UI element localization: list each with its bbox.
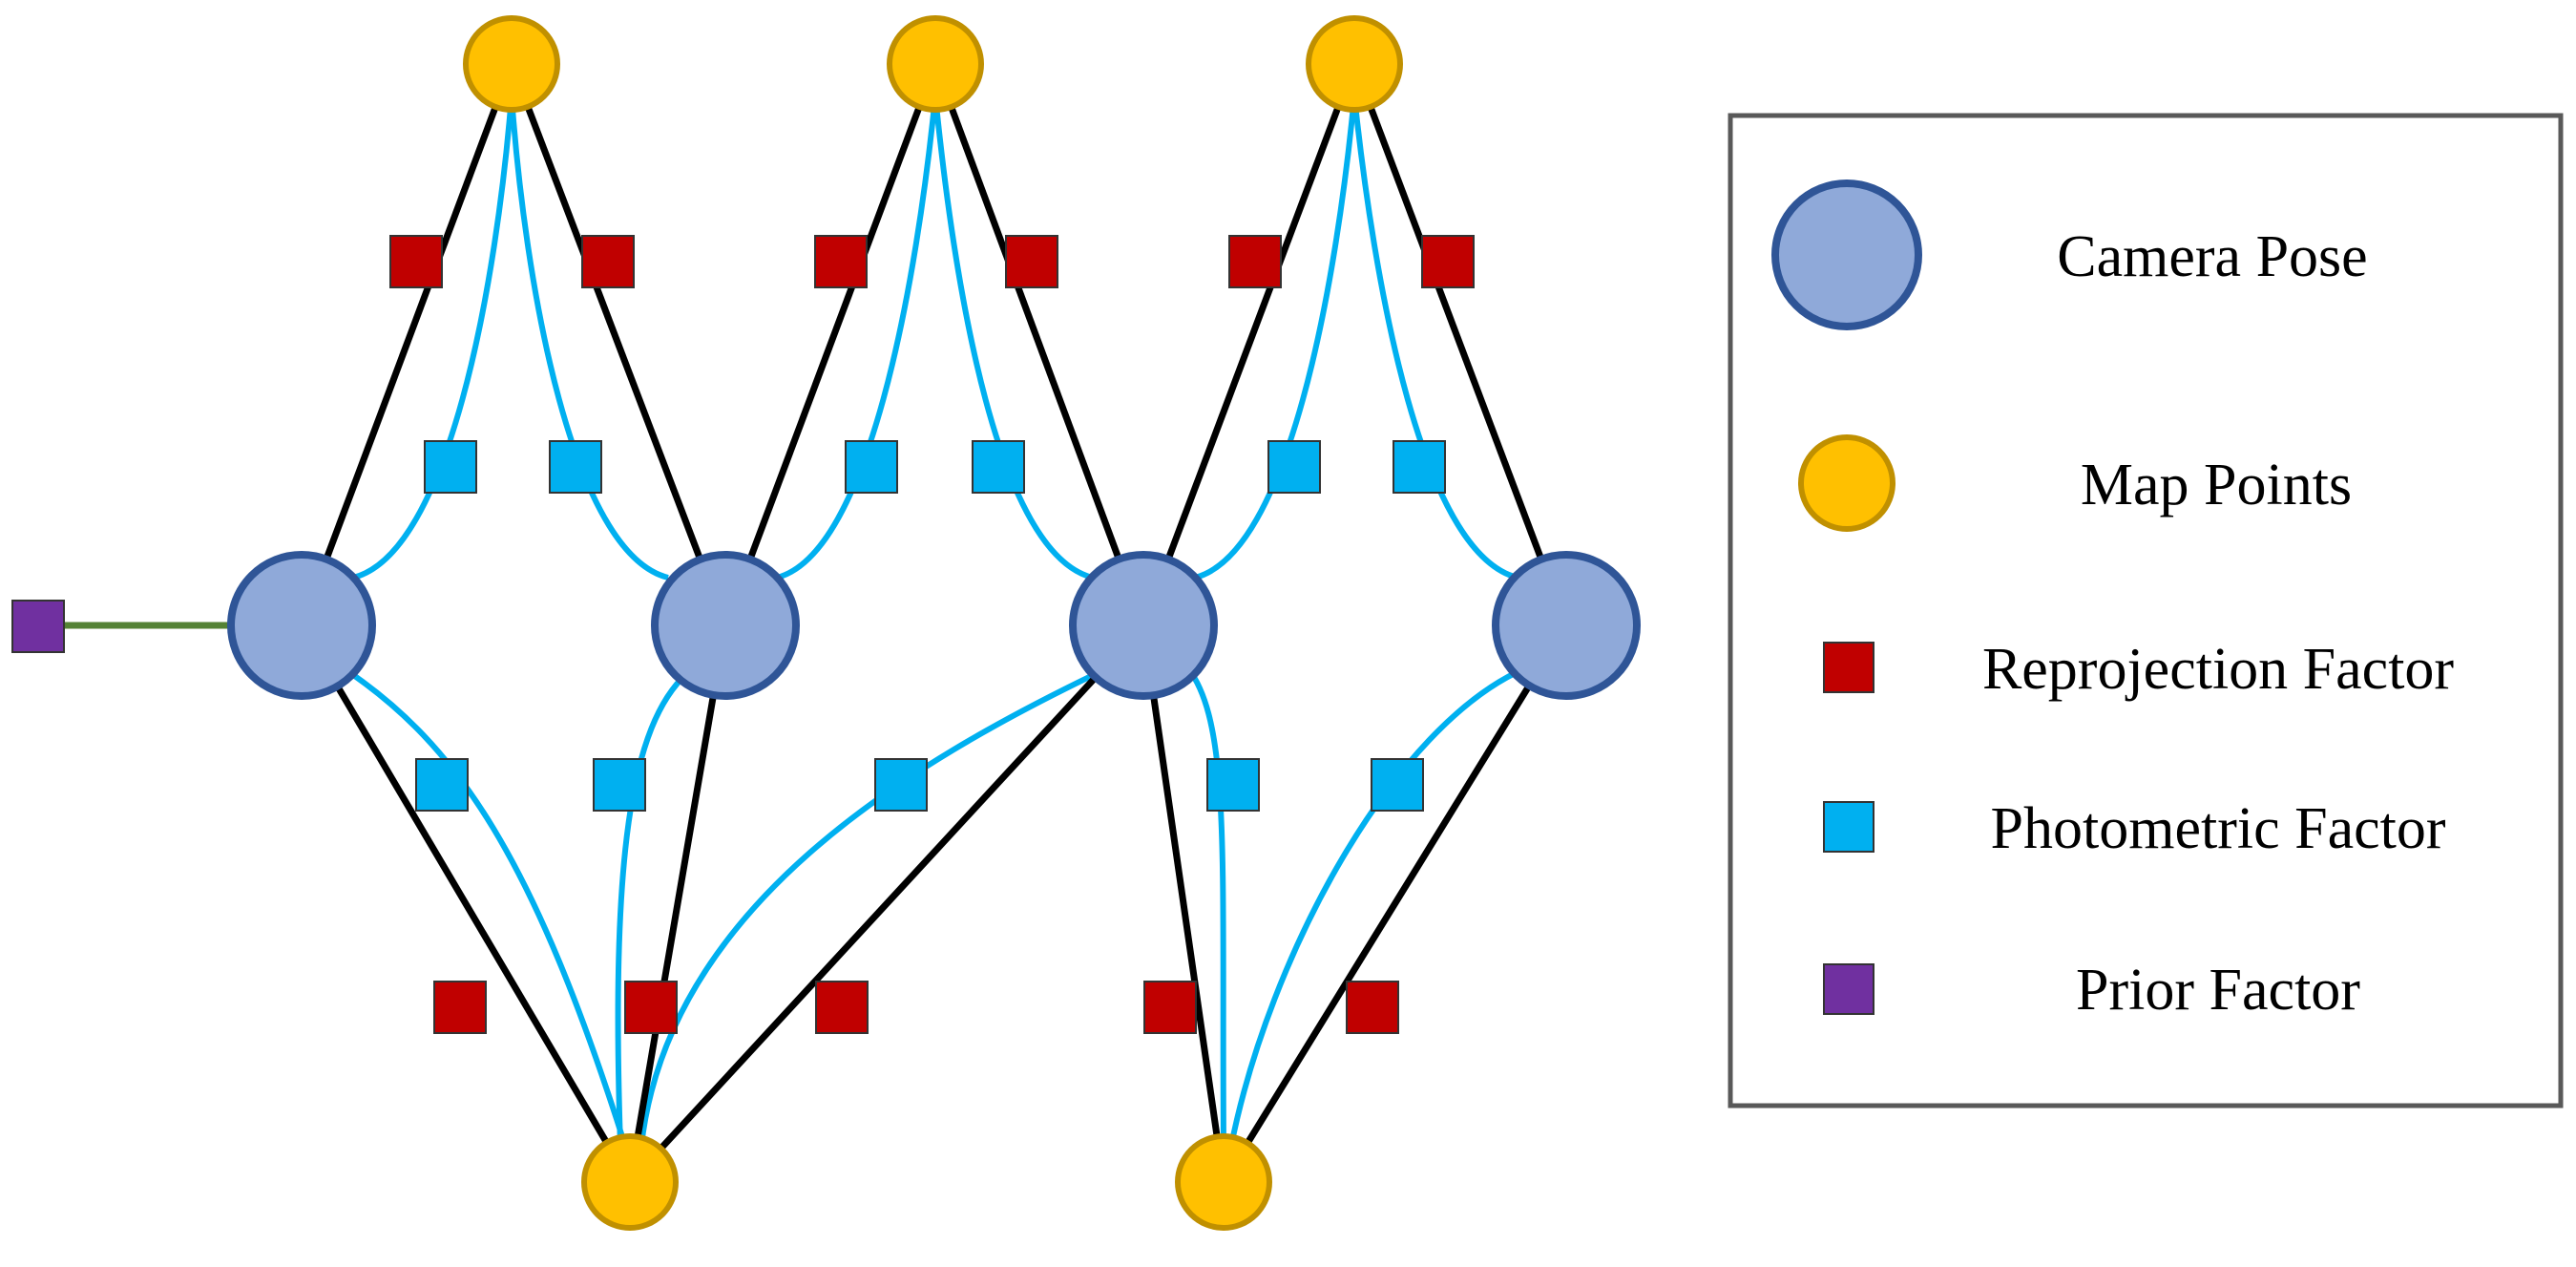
photometric-factor xyxy=(972,440,1025,494)
photometric-edge xyxy=(1185,666,1226,1147)
photometric-factor xyxy=(845,440,898,494)
photometric-edge xyxy=(932,95,1094,581)
reprojection-edge xyxy=(1351,62,1570,627)
legend-label-reprojection-factor: Reprojection Factor xyxy=(1982,637,2454,702)
reprojection-factor xyxy=(815,981,869,1034)
photometric-edge xyxy=(509,95,669,581)
reprojection-factor xyxy=(1421,235,1475,288)
photometric-factor xyxy=(593,758,646,812)
photometric-edge xyxy=(776,95,938,581)
camera-pose-node-3 xyxy=(1069,551,1218,700)
reprojection-factor xyxy=(814,235,868,288)
photometric-factor xyxy=(1393,440,1446,494)
reprojection-edge xyxy=(1221,623,1569,1184)
reprojection-edge xyxy=(626,624,729,1183)
blue-circle-icon xyxy=(1771,179,1922,330)
legend-label-map-points: Map Points xyxy=(2081,453,2352,517)
legend-item-photometric-factor: Photometric Factor xyxy=(1823,796,2446,861)
legend-label-photometric-factor: Photometric Factor xyxy=(1991,796,2446,861)
reprojection-factor xyxy=(1005,235,1058,288)
photometric-factor xyxy=(415,758,469,812)
legend-box xyxy=(1728,113,2564,1109)
map-point-node-2 xyxy=(887,15,984,113)
red-square-icon xyxy=(1823,642,1874,693)
reprojection-edge xyxy=(1140,62,1358,627)
map-point-node-5 xyxy=(1175,1133,1272,1231)
reprojection-edge xyxy=(627,623,1146,1185)
reprojection-factor xyxy=(433,981,487,1034)
map-point-node-1 xyxy=(463,15,560,113)
photometric-edges xyxy=(342,95,1527,1147)
graph-nodes xyxy=(227,15,1641,1231)
reprojection-factor xyxy=(389,235,443,288)
legend-item-prior-factor: Prior Factor xyxy=(1823,958,2360,1023)
photometric-edge xyxy=(352,95,514,581)
legend-label-prior-factor: Prior Factor xyxy=(2076,958,2360,1023)
map-point-node-4 xyxy=(581,1133,679,1231)
photometric-edge xyxy=(1194,95,1357,581)
reprojection-factor xyxy=(581,235,635,288)
reprojection-edge xyxy=(298,623,634,1184)
photometric-edge xyxy=(639,665,1109,1147)
reprojection-factor xyxy=(1143,981,1197,1034)
legend-label-camera-pose: Camera Pose xyxy=(2057,224,2367,289)
photometric-factor xyxy=(874,758,928,812)
photometric-factor xyxy=(1371,758,1424,812)
reprojection-edge xyxy=(932,62,1147,627)
reprojection-factor xyxy=(1346,981,1399,1034)
photometric-edge xyxy=(1228,665,1527,1147)
reprojection-edge xyxy=(1140,624,1227,1183)
reprojection-edge xyxy=(722,62,939,627)
photometric-factor xyxy=(1267,440,1321,494)
camera-pose-node-2 xyxy=(651,551,800,700)
legend-item-camera-pose: Camera Pose xyxy=(1771,179,2368,330)
camera-pose-node-1 xyxy=(227,551,376,700)
photometric-edge xyxy=(615,670,690,1147)
legend: Camera Pose Map Points Reprojection Fact… xyxy=(1728,113,2564,1109)
map-point-node-3 xyxy=(1306,15,1403,113)
graph-factors xyxy=(11,235,1475,1034)
photometric-edge xyxy=(342,665,628,1147)
prior-factor xyxy=(11,600,65,653)
reprojection-factor xyxy=(624,981,678,1034)
photometric-edge xyxy=(1351,95,1518,581)
yellow-circle-icon xyxy=(1798,434,1895,532)
cyan-square-icon xyxy=(1823,801,1874,853)
photometric-factor xyxy=(424,440,477,494)
reprojection-edges xyxy=(298,62,1570,1185)
legend-item-reprojection-factor: Reprojection Factor xyxy=(1823,637,2454,702)
camera-pose-node-4 xyxy=(1492,551,1641,700)
purple-square-icon xyxy=(1823,963,1874,1015)
reprojection-edge xyxy=(508,62,729,627)
photometric-factor xyxy=(549,440,602,494)
reprojection-factor xyxy=(1228,235,1282,288)
photometric-factor xyxy=(1206,758,1260,812)
legend-item-map-points: Map Points xyxy=(1798,434,2352,532)
reprojection-edge xyxy=(298,62,515,627)
